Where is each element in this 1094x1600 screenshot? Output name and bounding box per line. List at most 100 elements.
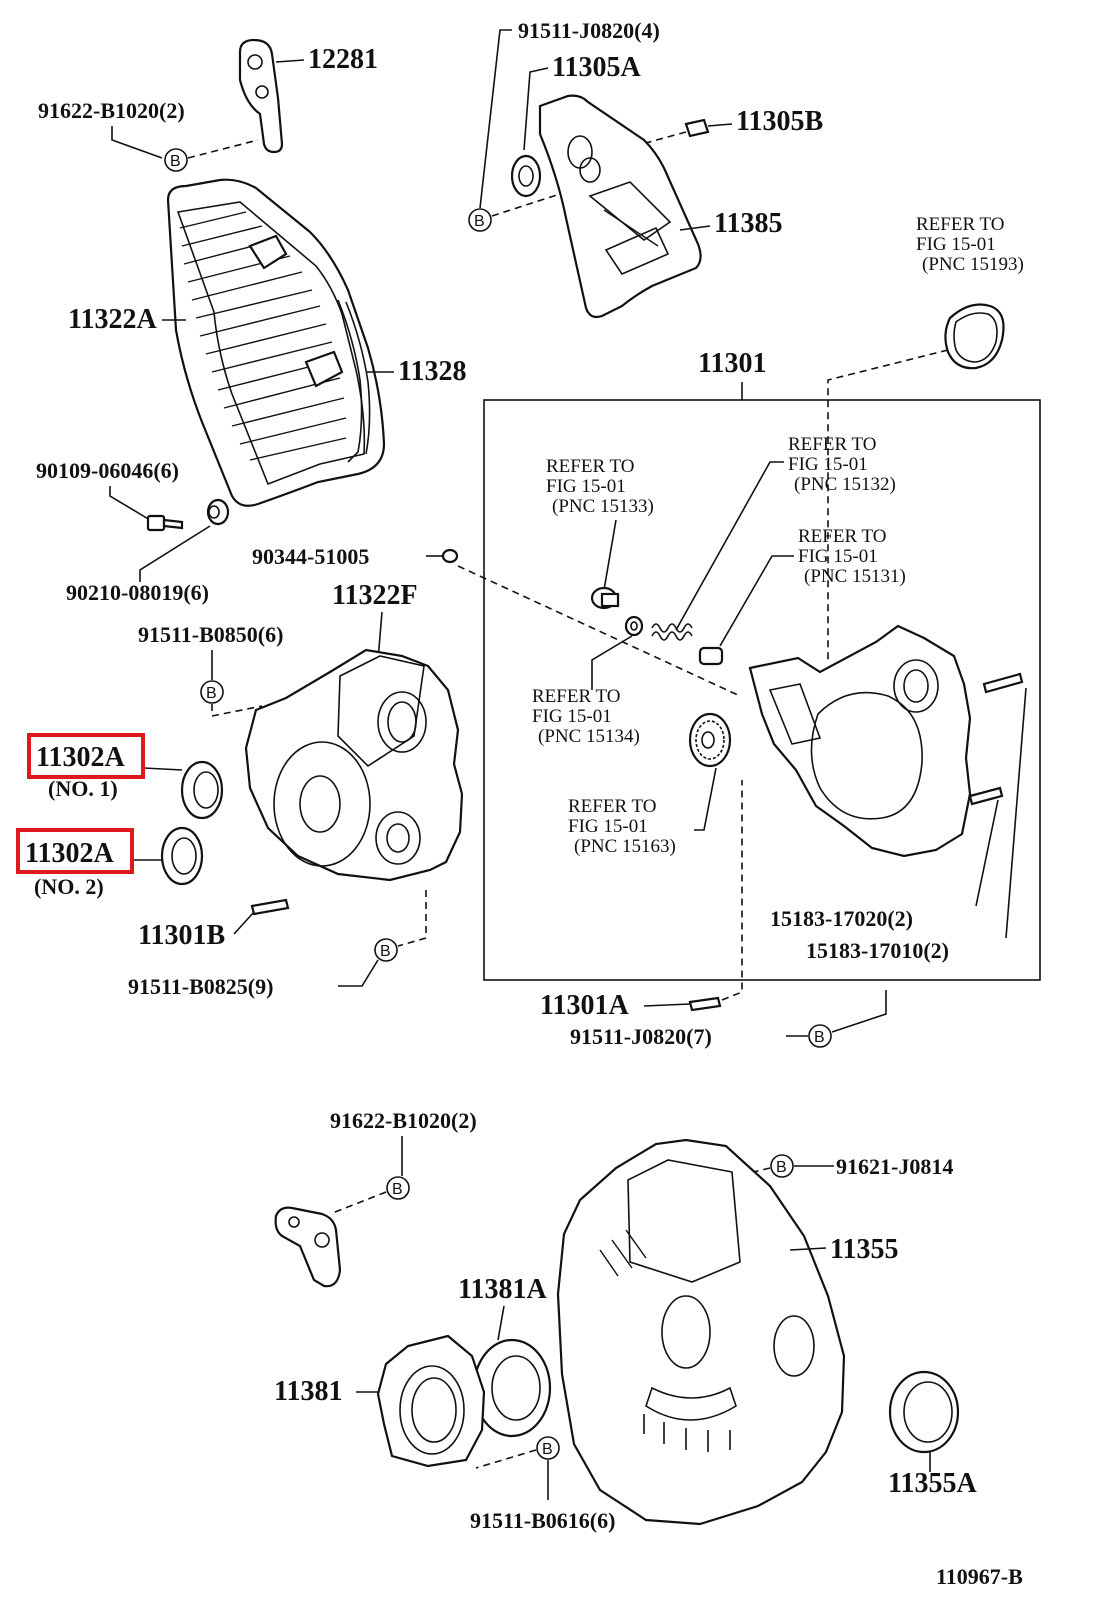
ref-15133: REFER TO FIG 15-01 (PNC 15133): [546, 456, 654, 517]
end-plate-11355: [556, 1138, 846, 1526]
svg-text:B: B: [814, 1029, 825, 1046]
spring-15132: [651, 623, 693, 641]
ref-15131: REFER TO FIG 15-01 (PNC 15131): [798, 526, 906, 587]
svg-text:FIG 15-01: FIG 15-01: [916, 234, 996, 255]
bolt-marker: B: [164, 148, 188, 172]
svg-text:(PNC 15163): (PNC 15163): [574, 836, 676, 857]
gasket-11328: [337, 299, 371, 463]
bolt-marker: B: [386, 1176, 410, 1200]
label-11355: 11355: [830, 1234, 898, 1265]
ref-15132: REFER TO FIG 15-01 (PNC 15132): [788, 434, 896, 495]
svg-text:(PNC 15131): (PNC 15131): [804, 566, 906, 587]
label-11328: 11328: [398, 356, 466, 387]
svg-text:(PNC 15193): (PNC 15193): [922, 254, 1024, 275]
seal-11305A: [510, 154, 542, 198]
plate-11385: [538, 94, 702, 319]
label-11381: 11381: [274, 1376, 342, 1407]
label-11302A-no1-sub: (NO. 1): [48, 776, 118, 801]
plug-15133: [590, 586, 620, 610]
label-91511-b0825: 91511-B0825(9): [128, 974, 273, 999]
svg-text:B: B: [206, 685, 217, 702]
label-11322A: 11322A: [68, 304, 157, 335]
bolt-marker: B: [468, 208, 492, 232]
timing-belt-cover-11322A: [166, 178, 386, 507]
highlight-11302A-no1: [27, 733, 145, 779]
washer-15134: [624, 615, 644, 637]
label-11301A: 11301A: [540, 990, 629, 1021]
plug-11305B: [684, 118, 710, 138]
ref-15134: REFER TO FIG 15-01 (PNC 15134): [532, 686, 640, 747]
cover-ribs: [179, 211, 347, 461]
bracket-91622: [274, 1206, 342, 1288]
svg-text:FIG 15-01: FIG 15-01: [568, 816, 648, 837]
oil-seal-11302A-no1: [180, 760, 224, 820]
bolt-marker: B: [536, 1436, 560, 1460]
bracket-12281: [238, 38, 284, 154]
label-91621: 91621-J0814: [836, 1154, 953, 1179]
label-91511-j0820-4: 91511-J0820(4): [518, 18, 660, 43]
svg-text:REFER TO: REFER TO: [798, 526, 887, 547]
svg-text:B: B: [474, 213, 485, 230]
label-91622-bot: 91622-B1020(2): [330, 1108, 477, 1133]
bolt-marker: B: [808, 1024, 832, 1048]
ref-15163: REFER TO FIG 15-01 (PNC 15163): [568, 796, 676, 857]
stud-15183-17010: [982, 672, 1024, 694]
label-11322F: 11322F: [332, 580, 418, 611]
svg-text:REFER TO: REFER TO: [916, 214, 1005, 235]
svg-text:REFER TO: REFER TO: [568, 796, 657, 817]
bolt-marker: B: [200, 680, 224, 704]
oil-seal-11302A-no2: [160, 826, 204, 886]
valve-15131: [698, 646, 724, 666]
svg-text:FIG 15-01: FIG 15-01: [798, 546, 878, 567]
svg-text:REFER TO: REFER TO: [546, 456, 635, 477]
svg-text:B: B: [380, 943, 391, 960]
label-11355A: 11355A: [888, 1468, 977, 1499]
label-11305A: 11305A: [552, 52, 641, 83]
ref-15193: REFER TO FIG 15-01 (PNC 15193): [916, 214, 1024, 275]
timing-case-11301: [748, 624, 972, 858]
label-11305B: 11305B: [736, 106, 823, 137]
svg-text:FIG 15-01: FIG 15-01: [532, 706, 612, 727]
bolt-marker: B: [374, 938, 398, 962]
label-12281: 12281: [308, 44, 378, 75]
plug-90344: [441, 548, 459, 564]
label-11301: 11301: [698, 348, 766, 379]
label-90109: 90109-06046(6): [36, 458, 179, 483]
label-15183-17020: 15183-17020(2): [770, 906, 913, 931]
label-91511-b0850: 91511-B0850(6): [138, 622, 283, 647]
svg-text:(PNC 15133): (PNC 15133): [552, 496, 654, 517]
retainer-11381: [376, 1334, 486, 1468]
label-90344: 90344-51005: [252, 544, 369, 569]
stud-11301B: [250, 898, 290, 916]
label-11381A: 11381A: [458, 1274, 547, 1305]
svg-text:FIG 15-01: FIG 15-01: [546, 476, 626, 497]
o-ring-15193: [944, 303, 1005, 370]
svg-text:B: B: [542, 1441, 553, 1458]
stud-15183-17020: [968, 786, 1004, 806]
bolt-90109: [146, 514, 184, 532]
svg-text:REFER TO: REFER TO: [532, 686, 621, 707]
svg-text:B: B: [170, 153, 181, 170]
bolt-marker: B: [770, 1154, 794, 1178]
svg-text:REFER TO: REFER TO: [788, 434, 877, 455]
svg-text:(PNC 15134): (PNC 15134): [538, 726, 640, 747]
svg-text:B: B: [776, 1159, 787, 1176]
grommet-90210: [206, 498, 230, 526]
label-11302A-no2: 11302A: [25, 838, 114, 869]
label-11302A-no1: 11302A: [36, 742, 125, 773]
gear-15163: [688, 712, 732, 768]
label-91511-j0820-7: 91511-J0820(7): [570, 1024, 712, 1049]
svg-text:B: B: [392, 1181, 403, 1198]
label-15183-17010: 15183-17010(2): [806, 938, 949, 963]
label-91622-top: 91622-B1020(2): [38, 98, 185, 123]
label-11385: 11385: [714, 208, 782, 239]
svg-text:(PNC 15132): (PNC 15132): [794, 474, 896, 495]
figure-code: 110967-B: [936, 1564, 1023, 1589]
cap-11355A: [888, 1370, 960, 1454]
label-11302A-no2-sub: (NO. 2): [34, 874, 104, 899]
oil-seal-11381A: [472, 1338, 552, 1438]
label-90210: 90210-08019(6): [66, 580, 209, 605]
assembly-box-11301: [483, 399, 1041, 981]
highlight-11302A-no2: [16, 828, 134, 874]
